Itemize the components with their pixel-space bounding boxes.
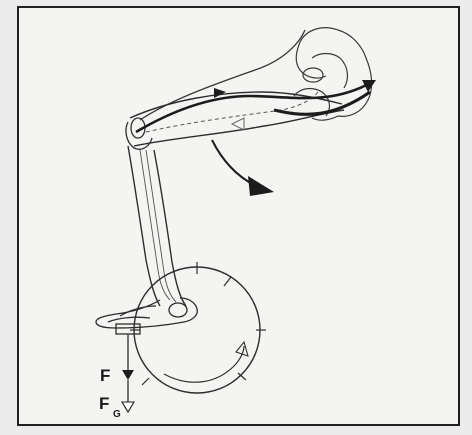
muscle-arrowhead-mid-icon: [214, 88, 226, 98]
foot-outline: [96, 298, 197, 328]
thigh-arrowhead-icon: [232, 118, 244, 130]
muscle-line-secondary: [274, 92, 370, 114]
arrow-down-hollow-icon: [122, 402, 134, 412]
rotation-arrowhead-icon: [236, 342, 248, 356]
pelvis-outline: [294, 28, 372, 121]
label-force-main: F: [100, 366, 110, 385]
pedal-platform: [116, 324, 140, 338]
label-force-gravity-subscript: G: [113, 409, 121, 420]
muscle-line: [136, 82, 372, 132]
pedal-circle: [134, 267, 260, 393]
label-force-gravity: F: [99, 394, 109, 413]
swing-arrowhead-icon: [248, 176, 274, 196]
arrow-down-filled-icon: [122, 370, 134, 380]
rotation-arrow-icon: [164, 346, 244, 382]
trunk-outline: [140, 30, 305, 120]
